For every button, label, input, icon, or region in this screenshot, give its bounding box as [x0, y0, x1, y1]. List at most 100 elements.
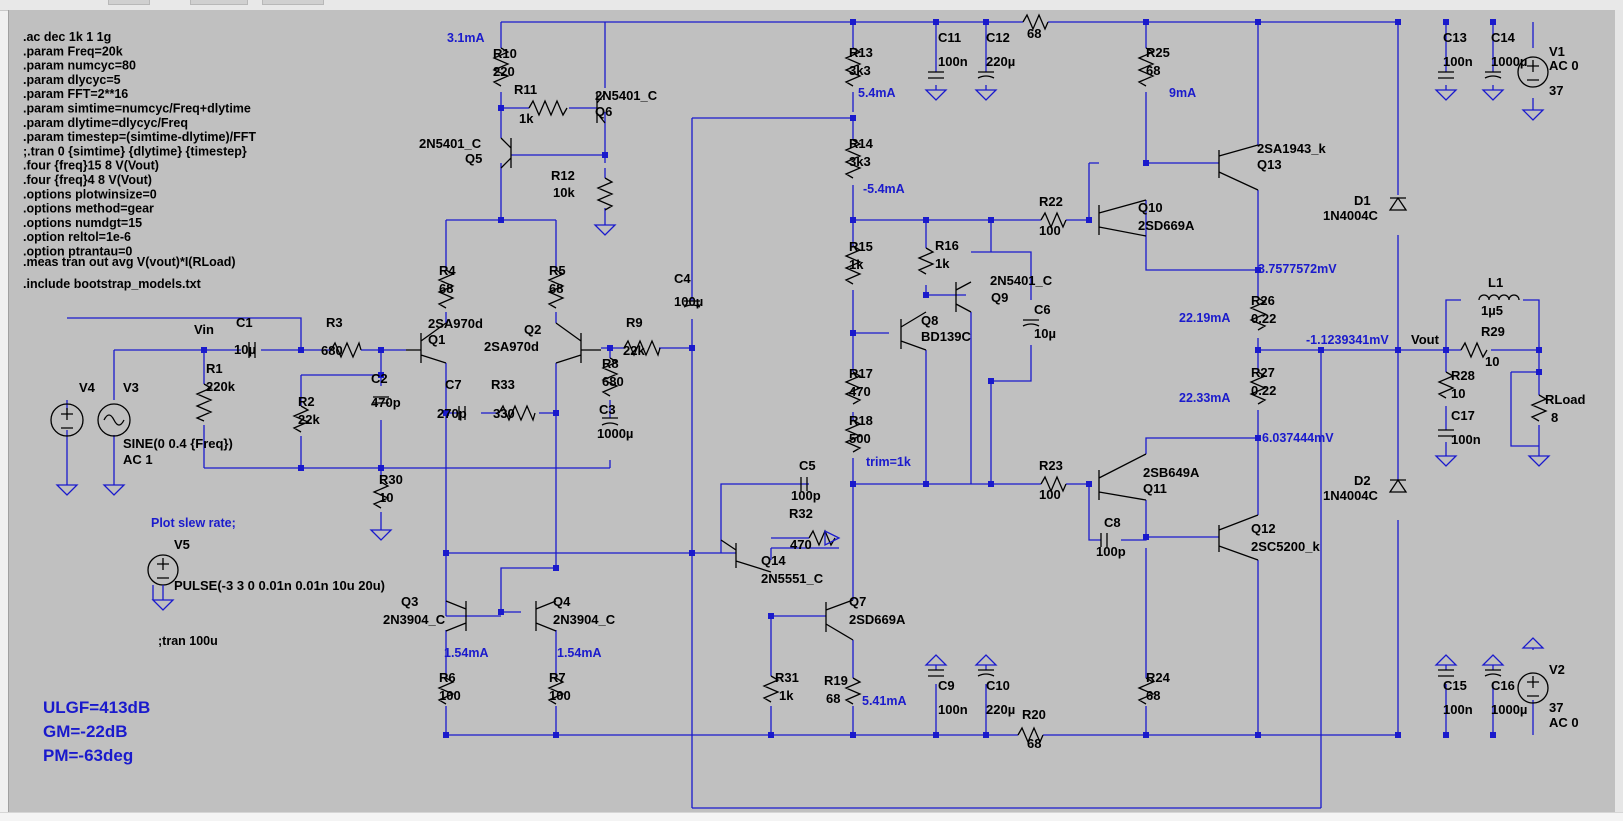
schematic-svg[interactable]: .ac dec 1k 1 1g.param Freq=20k.param num…	[9, 10, 1623, 812]
component-label: Vin	[194, 322, 214, 337]
component-label: R8	[602, 356, 619, 371]
spice-directive-line[interactable]: .param Freq=20k	[23, 44, 123, 58]
component-label: C2	[371, 371, 388, 386]
component-label: 22k	[623, 343, 645, 358]
component-label: 10	[1451, 386, 1465, 401]
component-label: Q13	[1257, 157, 1282, 172]
component-label: Q11	[1143, 481, 1167, 496]
op-point-readout: trim=1k	[866, 455, 911, 469]
component-label: V5	[174, 537, 190, 552]
spice-directive-line[interactable]: .param dlytime=dlycyc/Freq	[23, 116, 188, 130]
component-label: Q14	[761, 553, 786, 568]
tab-stub[interactable]	[190, 0, 248, 5]
spice-directive-line[interactable]: .options plotwinsize=0	[23, 187, 157, 201]
wires	[66, 21, 1540, 809]
component-label: Q3	[401, 594, 418, 609]
spice-directive-line[interactable]: .ac dec 1k 1 1g	[23, 30, 111, 44]
spice-directive-line[interactable]: .four {freq}15 8 V(Vout)	[23, 159, 159, 173]
component-label: 10	[1485, 354, 1499, 369]
component-label: R15	[849, 239, 873, 254]
spice-directive-line[interactable]: .param FFT=2**16	[23, 87, 128, 101]
component-label: R12	[551, 168, 575, 183]
schematic-canvas[interactable]: .ac dec 1k 1 1g.param Freq=20k.param num…	[8, 10, 1623, 812]
component-label: R3	[326, 315, 343, 330]
component-label: 100n	[1443, 702, 1473, 717]
component-label: R32	[789, 506, 813, 521]
spice-directive-line[interactable]: ;.tran 0 {simtime} {dlytime} {timestep}	[23, 144, 247, 158]
component-label: R14	[849, 136, 874, 151]
spice-directive-line[interactable]: .options method=gear	[23, 202, 154, 216]
component-label: D1	[1354, 193, 1371, 208]
component-label: Q9	[991, 290, 1008, 305]
component-label: C12	[986, 30, 1010, 45]
component-label: R6	[439, 670, 456, 685]
component-label: R4	[439, 263, 456, 278]
component-label: 100	[1039, 223, 1061, 238]
resistors	[195, 13, 1548, 744]
spice-directive-line[interactable]: .option ptrantau=0	[23, 245, 132, 259]
component-label: 2SC5200_k	[1251, 539, 1320, 554]
component-label: 1N4004C	[1323, 208, 1379, 223]
component-label: 2N5401_C	[990, 273, 1053, 288]
component-label: 220k	[206, 379, 236, 394]
component-label: 1k	[519, 111, 534, 126]
spice-directive-line[interactable]: .param timestep=(simtime-dlytime)/FFT	[23, 130, 256, 144]
vertical-scrollbar[interactable]	[1615, 10, 1623, 812]
ulgf-result: ULGF=413dB	[43, 698, 150, 717]
component-label: R7	[549, 670, 566, 685]
tab-stub[interactable]	[262, 0, 324, 5]
component-label: R17	[849, 366, 873, 381]
component-label: 68	[1146, 63, 1160, 78]
op-point-readout: 5.41mA	[862, 694, 906, 708]
inductor-l1	[1478, 294, 1520, 301]
component-label: Vout	[1411, 332, 1440, 347]
component-label: 10µ	[1034, 326, 1056, 341]
component-label: R2	[298, 394, 315, 409]
component-label: 1µ5	[1481, 303, 1503, 318]
component-label: 470p	[371, 395, 401, 410]
component-label: 2SD669A	[849, 612, 906, 627]
component-label: 100	[1039, 487, 1061, 502]
component-label: 270p	[437, 406, 467, 421]
slew-comment[interactable]: Plot slew rate;	[151, 516, 236, 530]
spice-directive-line[interactable]: .four {freq}4 8 V(Vout)	[23, 173, 152, 187]
component-label: AC 0	[1549, 715, 1579, 730]
component-label: 2N5401_C	[419, 136, 482, 151]
component-label: V2	[1549, 662, 1565, 677]
component-label: R33	[491, 377, 515, 392]
component-label: 2SB649A	[1143, 465, 1200, 480]
spice-directive-line[interactable]: .option reltol=1e-6	[23, 230, 131, 244]
component-label: 68	[826, 691, 840, 706]
component-label: C16	[1491, 678, 1515, 693]
spice-directive-line[interactable]: .options numdgt=15	[23, 216, 142, 230]
include-directive[interactable]: .include bootstrap_models.txt	[23, 277, 202, 291]
spice-directive-line[interactable]: .param dlycyc=5	[23, 73, 121, 87]
component-label: 1000µ	[1491, 54, 1527, 69]
component-label: C1	[236, 315, 253, 330]
component-label: 3k3	[849, 63, 871, 78]
component-label: V4	[79, 380, 96, 395]
component-label: R1	[206, 361, 223, 376]
spice-directives[interactable]: .ac dec 1k 1 1g.param Freq=20k.param num…	[23, 30, 256, 259]
tran-comment[interactable]: ;tran 100u	[158, 634, 218, 648]
component-label: 100n	[938, 54, 968, 69]
component-label: 100p	[791, 488, 821, 503]
component-label: R31	[775, 670, 799, 685]
status-bar	[0, 812, 1623, 821]
tab-stub[interactable]	[108, 0, 150, 5]
component-label: 37	[1549, 700, 1563, 715]
component-label: 0.22	[1251, 383, 1276, 398]
component-label: 500	[849, 431, 871, 446]
component-label: AC 1	[123, 452, 153, 467]
meas-directive[interactable]: .meas tran out avg V(vout)*I(RLoad)	[23, 255, 236, 269]
component-label: BD139C	[921, 329, 971, 344]
junction-dots	[201, 19, 1542, 738]
component-label: R27	[1251, 365, 1275, 380]
spice-directive-line[interactable]: .param numcyc=80	[23, 59, 136, 73]
component-label: R5	[549, 263, 566, 278]
spice-directive-line[interactable]: .param simtime=numcyc/Freq+dlytime	[23, 102, 251, 116]
op-point-readout: -1.1239341mV	[1306, 333, 1389, 347]
component-label: L1	[1488, 275, 1503, 290]
component-label: 2SA970d	[484, 339, 539, 354]
